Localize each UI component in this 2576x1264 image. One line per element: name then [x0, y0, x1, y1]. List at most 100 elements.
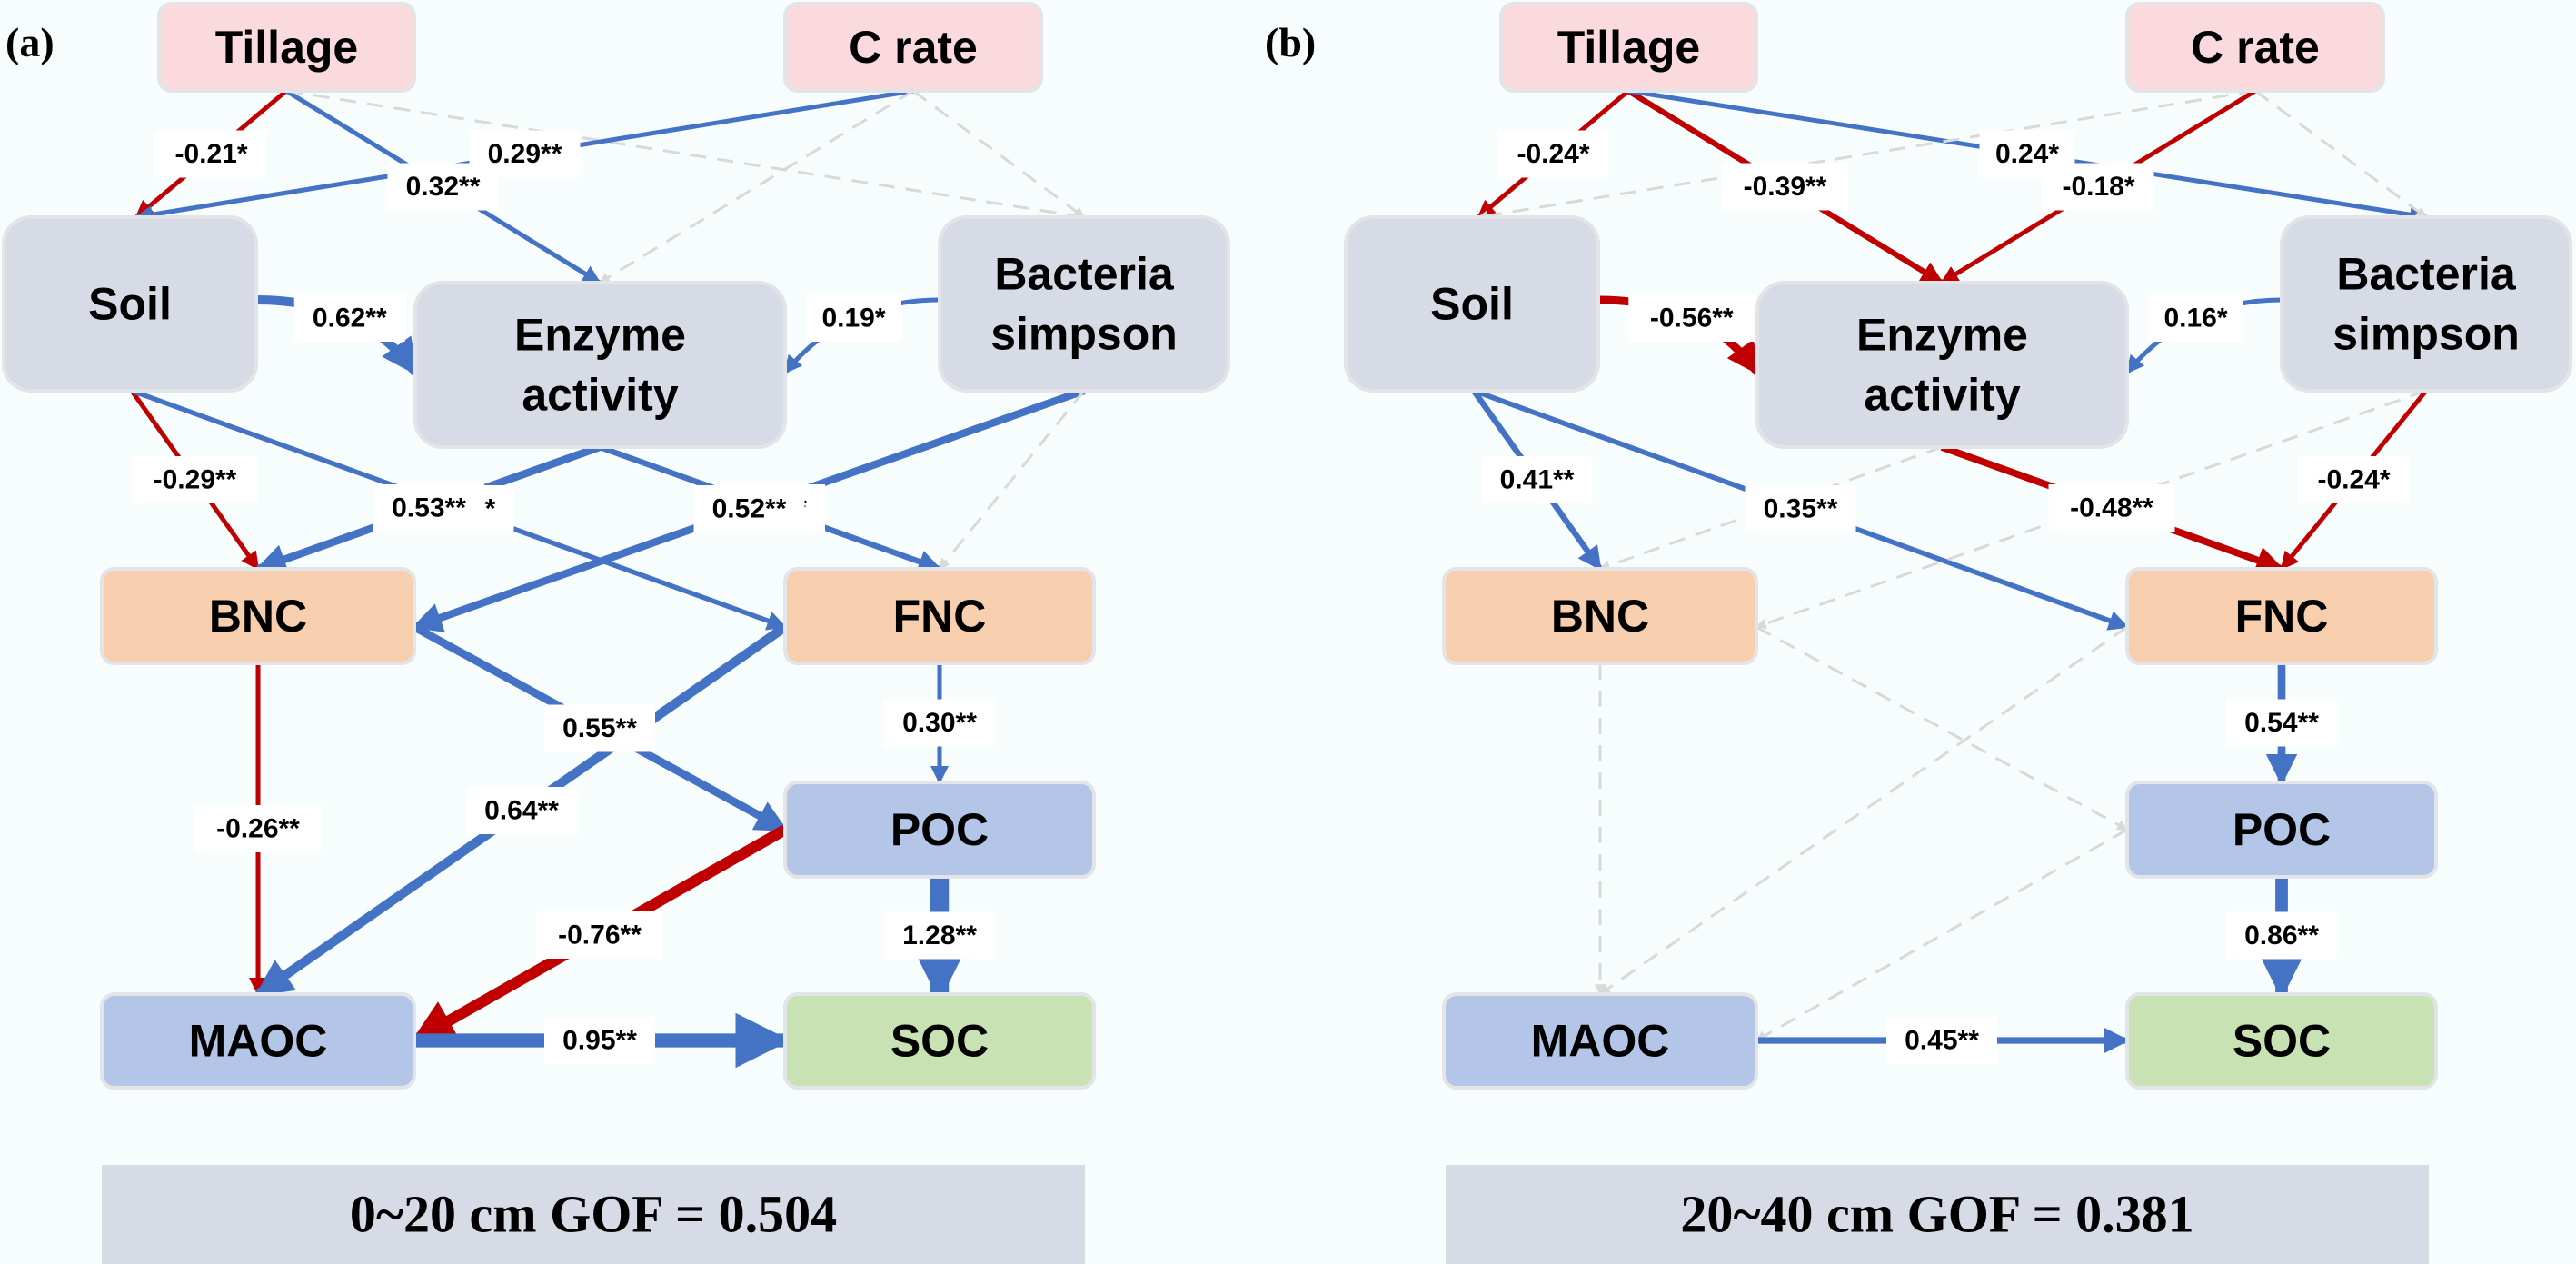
node-label: BNC: [209, 591, 307, 642]
node-label: C rate: [849, 22, 978, 73]
node-bnc: BNC: [100, 567, 416, 665]
edge-label: 0.62**: [293, 294, 405, 342]
edge-coefficient: -0.26**: [216, 814, 300, 844]
node-maoc: MAOC: [1442, 992, 1758, 1090]
gof-text: 20~40 cm GOF = 0.381: [1680, 1185, 2193, 1244]
edge-label: -0.76**: [536, 911, 663, 959]
panel-label: (b): [1265, 19, 1316, 65]
panel-a: (a) -0.21*0.32**0.29**0.62**0.19*-0.29**…: [2, 2, 1230, 1264]
edge-coefficient: -0.76**: [558, 921, 642, 950]
edge-coefficient: -0.24*: [1517, 139, 1589, 169]
edge-coefficient: 0.30**: [902, 708, 977, 738]
node-label: Bacteria: [994, 249, 1175, 300]
node-fnc: FNC: [2125, 567, 2438, 665]
edge-crate-to-bacteria: [2254, 89, 2427, 219]
edge-label: 0.53**: [373, 484, 484, 532]
edge-coefficient: 0.41**: [1500, 465, 1575, 495]
edge-label: -0.39**: [1722, 163, 1848, 211]
edge-crate-to-enzyme: [598, 89, 914, 284]
edge-coefficient: 0.95**: [562, 1026, 637, 1056]
node-bnc: BNC: [1442, 567, 1758, 665]
edge-coefficient: 0.52**: [712, 494, 787, 524]
node-fnc: FNC: [783, 567, 1096, 665]
node-label: POC: [2233, 804, 2331, 855]
edge-coefficient: 0.55**: [562, 713, 637, 743]
node-label: MAOC: [1531, 1016, 1670, 1067]
panel-b: (b) -0.24* -0.39** 0.24*-0.18* -0.56** 0.16*…: [1265, 2, 2572, 1264]
edge-coefficient: 0.35**: [1764, 494, 1838, 524]
edge-coefficient: 0.45**: [1905, 1026, 1979, 1056]
node-maoc: MAOC: [100, 992, 416, 1090]
edge-label: 0.52**: [693, 485, 805, 532]
edge-coefficient: -0.56**: [1650, 304, 1734, 333]
edge-coefficient: 0.19*: [821, 304, 885, 333]
node-label: Soil: [88, 279, 172, 330]
panel-label: (a): [5, 19, 55, 65]
gof-box: 20~40 cm GOF = 0.381: [1446, 1165, 2429, 1264]
edge-label: 0.29**: [469, 130, 581, 178]
gof-text: 0~20 cm GOF = 0.504: [350, 1185, 837, 1244]
node-label: MAOC: [189, 1016, 328, 1067]
edge-enzyme-to-bnc: [1598, 445, 1943, 572]
edge-label: 0.54**: [2226, 699, 2337, 747]
edge-coefficient: 0.86**: [2244, 921, 2319, 950]
edge-crate-to-bacteria: [912, 89, 1085, 219]
edge-coefficient: 0.16*: [2163, 304, 2227, 333]
edge-label: -0.21*: [155, 130, 267, 178]
node-crate: C rate: [2125, 2, 2385, 93]
node-label: Bacteria: [2336, 249, 2517, 300]
node-label: simpson: [990, 309, 1178, 360]
node-label: Enzyme: [514, 310, 686, 361]
node-enzyme: Enzyme activity: [413, 281, 787, 449]
node-label: BNC: [1551, 591, 1649, 642]
gof-box: 0~20 cm GOF = 0.504: [102, 1165, 1085, 1264]
edge-label: 0.16*: [2148, 294, 2243, 342]
edge-coefficient: -0.48**: [2070, 493, 2153, 523]
node-label: activity: [522, 370, 679, 421]
edge-label: 1.28**: [884, 911, 995, 960]
node-bacteria: Bacteria simpson: [938, 215, 1230, 393]
node-label: SOC: [890, 1016, 989, 1067]
edge-coefficient: 0.53**: [392, 493, 466, 523]
node-label: FNC: [893, 591, 987, 642]
node-label: Enzyme: [1856, 310, 2028, 361]
edge-bnc-to-poc: [1755, 625, 2129, 831]
edge-coefficient: -0.18*: [2062, 172, 2134, 202]
node-label: POC: [890, 804, 989, 855]
edge-label: 0.41**: [1481, 456, 1593, 503]
node-crate: C rate: [783, 2, 1043, 93]
edge-coefficient: -0.24*: [2317, 465, 2390, 495]
edge-label: 0.24*: [1979, 130, 2075, 178]
node-soc: SOC: [783, 992, 1096, 1090]
node-soc: SOC: [2125, 992, 2438, 1090]
node-label: simpson: [2332, 309, 2520, 360]
edge-label: 0.95**: [544, 1017, 655, 1064]
node-label: FNC: [2235, 591, 2329, 642]
edge-coefficient: 1.28**: [902, 921, 977, 950]
node-label: C rate: [2191, 22, 2320, 73]
node-tillage: Tillage: [1499, 2, 1758, 93]
node-tillage: Tillage: [157, 2, 416, 93]
node-soil: Soil: [2, 215, 258, 393]
edge-label: 0.55**: [544, 704, 655, 752]
edge-label: 0.35**: [1745, 485, 1856, 532]
edge-label: 0.64**: [466, 787, 577, 834]
edge-label: -0.18*: [2043, 163, 2154, 211]
edge-label: 0.86**: [2226, 911, 2337, 960]
node-label: Soil: [1430, 279, 1514, 330]
edge-coefficient: 0.29**: [488, 139, 562, 169]
edge-label: -0.24*: [2298, 456, 2410, 503]
node-soil: Soil: [1344, 215, 1600, 393]
edge-coefficient: 0.32**: [406, 172, 481, 202]
edge-fnc-to-maoc: [1599, 625, 2128, 996]
edge-coefficient: 0.54**: [2244, 708, 2319, 738]
edge-label: -0.48**: [2048, 484, 2175, 532]
edge-label: 0.30**: [884, 699, 995, 747]
edge-label: -0.26**: [194, 805, 322, 852]
node-label: Tillage: [215, 22, 358, 73]
edge-label: -0.56**: [1628, 294, 1755, 342]
